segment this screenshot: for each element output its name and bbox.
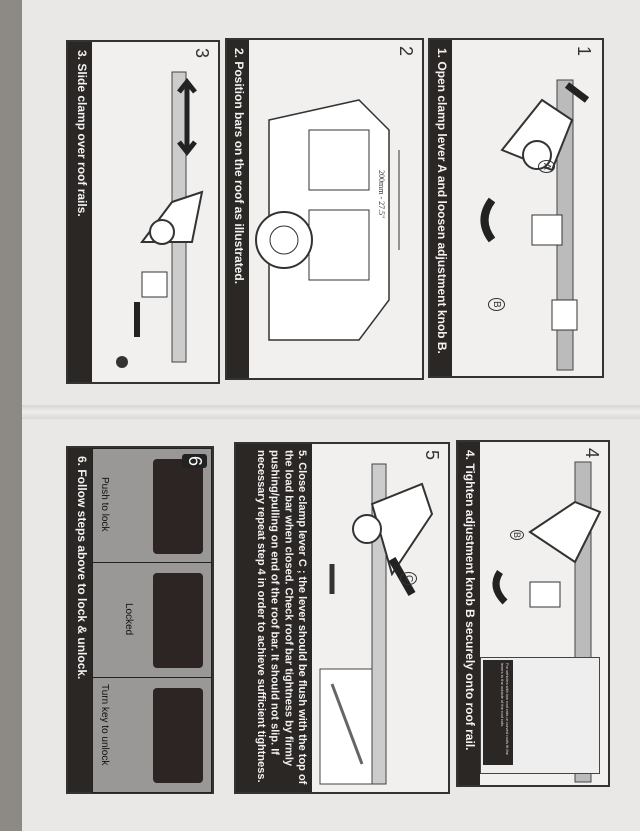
paper-fold [22,405,640,419]
step-4-number: 4 [582,448,602,459]
panel-step-6: 6. Follow steps above to lock & unlock. … [66,446,214,794]
lock-photo-push: Push to lock [92,448,212,563]
lock-photo-locked: Locked [92,562,212,678]
photo-caption-locked: Locked [123,603,134,636]
clamp-illustration [480,79,590,371]
label-b: B [488,298,505,311]
panel-step-1: 1. Open clamp lever A and loosen adjustm… [428,38,604,378]
lock-image [153,573,203,668]
photo-caption-push: Push to lock [99,477,110,532]
panel-step-3: 3. Slide clamp over roof rails. 3 [66,40,220,384]
photo-caption-unlock: Turn key to unlock [99,684,110,766]
slide-clamp-illustration [116,71,204,368]
lock-image [153,459,203,554]
step-6-caption: 6. Follow steps above to lock & unlock. [68,448,92,792]
label-a: A [538,160,555,173]
step-3-caption: 3. Slide clamp over roof rails. [68,42,92,382]
bar-spacing-dimension: 200mm - 27.5" [377,170,386,219]
panel-step-5: 5. Close clamp lever C ; the lever shoul… [234,442,450,794]
low-roof-rails-note: For vehicles with low roof rails or curv… [483,660,513,765]
step-2-caption: 2. Position bars on the roof as illustra… [227,40,249,378]
step-5-number: 5 [422,450,442,461]
step-4-caption: 4. Tighten adjustment knob B securely on… [458,442,480,785]
step-5-caption: 5. Close clamp lever C ; the lever shoul… [236,444,312,792]
panel-step-2: 2. Position bars on the roof as illustra… [225,38,424,380]
lock-image [153,688,203,783]
step-1-caption: 1. Open clamp lever A and loosen adjustm… [430,40,452,376]
step-1-number: 1 [574,46,594,57]
lock-photo-unlock: Turn key to unlock [92,677,212,793]
step-2-number: 2 [396,46,416,57]
panel-step-4: 4. Tighten adjustment knob B securely on… [456,440,610,787]
step-3-number: 3 [192,48,212,59]
car-illustration [255,99,400,341]
detail-inset: For vehicles with low roof rails or curv… [480,657,600,774]
label-b-step4: B [510,530,524,541]
label-c: C [400,572,417,586]
step-6-number: 6 [182,454,207,469]
close-lever-illustration [319,463,434,785]
